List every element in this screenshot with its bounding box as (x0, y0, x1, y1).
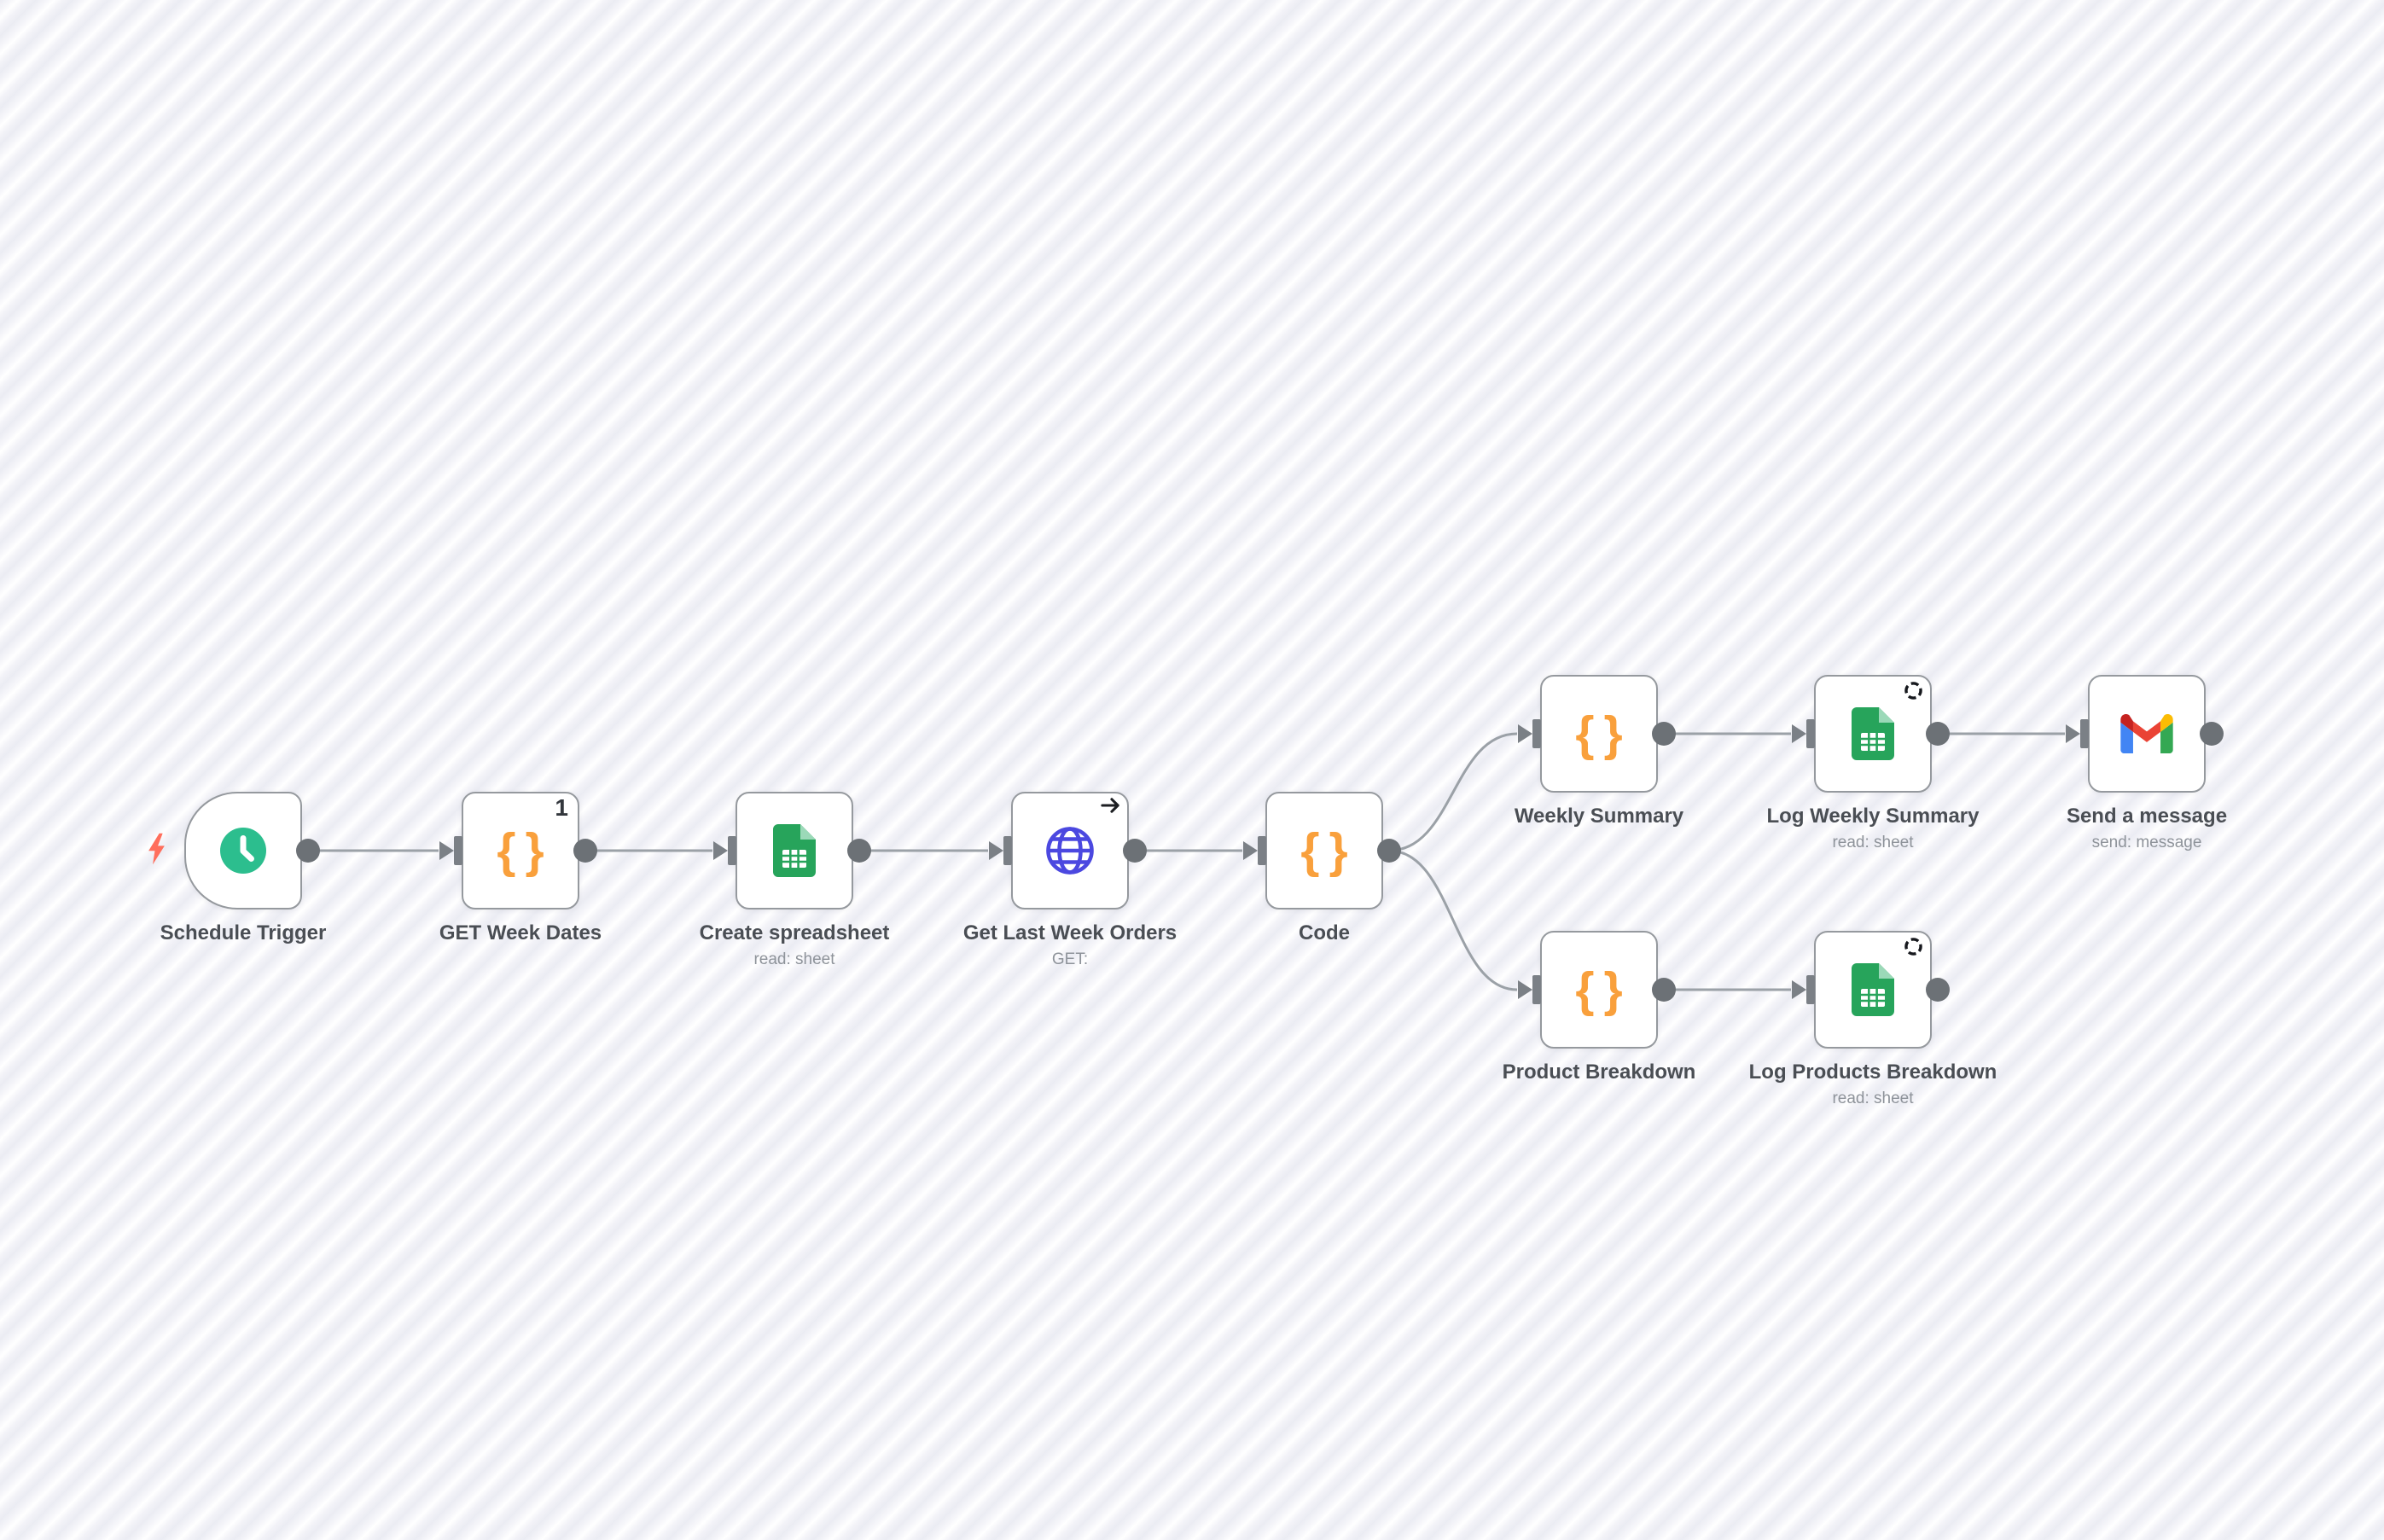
node-box[interactable]: {} (462, 792, 579, 909)
input-connector[interactable] (1003, 836, 1012, 865)
workflow-node-create-spreadsheet[interactable]: Create spreadsheet read: sheet (700, 792, 889, 968)
node-subtitle: GET: (1051, 950, 1089, 968)
node-label[interactable]: Schedule Trigger (160, 921, 327, 944)
node-label[interactable]: Code (1299, 921, 1350, 944)
input-connector[interactable] (1532, 719, 1541, 748)
google-sheets-icon (1852, 707, 1894, 760)
workflow-node-code[interactable]: {} Code (1243, 792, 1401, 944)
lightning-icon (146, 832, 167, 866)
node-box[interactable] (184, 792, 302, 909)
input-connector[interactable] (1258, 836, 1266, 865)
input-connector[interactable] (1806, 719, 1815, 748)
node-label[interactable]: Get Last Week Orders (962, 921, 1177, 944)
workflow-node-product-breakdown[interactable]: {} Product Breakdown (1503, 931, 1695, 1084)
node-subtitle: send: message (2091, 834, 2202, 851)
clock-icon (218, 826, 268, 875)
input-connector[interactable] (1806, 975, 1815, 1004)
input-connector-arrow[interactable] (2066, 724, 2080, 743)
output-connector[interactable] (1926, 722, 1950, 746)
output-connector[interactable] (847, 839, 871, 863)
node-label[interactable]: Send a message (2066, 805, 2228, 828)
gmail-icon (2120, 714, 2173, 753)
workflow-node-log-products-breakdown[interactable]: Log Products Breakdown read: sheet (1749, 931, 1997, 1107)
node-label[interactable]: Log Weekly Summary (1766, 805, 1980, 828)
items-count-badge: 1 (555, 794, 568, 821)
code-braces-icon: {} (1575, 706, 1623, 761)
node-box[interactable]: {} (1265, 792, 1383, 909)
workflow-node-schedule-trigger[interactable]: Schedule Trigger (148, 792, 326, 944)
input-connector-arrow[interactable] (989, 841, 1003, 860)
output-connector[interactable] (1123, 839, 1147, 863)
workflow-node-log-weekly-summary[interactable]: Log Weekly Summary read: sheet (1767, 675, 1979, 851)
node-label[interactable]: Log Products Breakdown (1748, 1061, 1997, 1084)
connection-line[interactable] (1388, 732, 1518, 852)
arrow-icon (1100, 797, 1121, 814)
google-sheets-icon (773, 824, 816, 877)
output-connector[interactable] (1652, 978, 1676, 1002)
node-label[interactable]: GET Week Dates (439, 921, 602, 944)
globe-icon (1044, 825, 1096, 876)
sync-icon (1903, 680, 1924, 701)
node-box[interactable] (2088, 675, 2206, 793)
input-connector-arrow[interactable] (1518, 724, 1532, 743)
connection-line[interactable] (1388, 849, 1518, 991)
workflow-node-send-a-message[interactable]: Send a message send: message (2066, 675, 2227, 851)
input-connector-arrow[interactable] (439, 841, 454, 860)
node-subtitle: read: sheet (1832, 1090, 1914, 1107)
google-sheets-icon (1852, 963, 1894, 1016)
node-label[interactable]: Create spreadsheet (699, 921, 890, 944)
node-subtitle: read: sheet (753, 950, 835, 968)
input-connector-arrow[interactable] (713, 841, 728, 860)
node-box[interactable] (1814, 931, 1932, 1049)
output-connector[interactable] (296, 839, 320, 863)
output-connector[interactable] (2200, 722, 2224, 746)
output-connector[interactable] (1926, 978, 1950, 1002)
output-connector[interactable] (1652, 722, 1676, 746)
input-connector[interactable] (1532, 975, 1541, 1004)
output-connector[interactable] (1377, 839, 1401, 863)
input-connector[interactable] (2080, 719, 2089, 748)
node-box[interactable]: {} (1540, 675, 1658, 793)
code-braces-icon: {} (1300, 822, 1348, 878)
output-connector[interactable] (573, 839, 597, 863)
input-connector-arrow[interactable] (1243, 841, 1258, 860)
node-box[interactable]: {} (1540, 931, 1658, 1049)
node-box[interactable] (736, 792, 853, 909)
node-subtitle: read: sheet (1832, 834, 1914, 851)
input-connector[interactable] (454, 836, 462, 865)
sync-icon (1903, 936, 1924, 957)
node-box[interactable] (1814, 675, 1932, 793)
node-label[interactable]: Product Breakdown (1502, 1061, 1696, 1084)
code-braces-icon: {} (1575, 962, 1623, 1017)
input-connector-arrow[interactable] (1518, 980, 1532, 999)
node-label[interactable]: Weekly Summary (1514, 805, 1684, 828)
code-braces-icon: {} (497, 822, 544, 878)
workflow-node-weekly-summary[interactable]: {} Weekly Summary (1515, 675, 1683, 828)
input-connector[interactable] (728, 836, 736, 865)
input-connector-arrow[interactable] (1792, 724, 1806, 743)
input-connector-arrow[interactable] (1792, 980, 1806, 999)
